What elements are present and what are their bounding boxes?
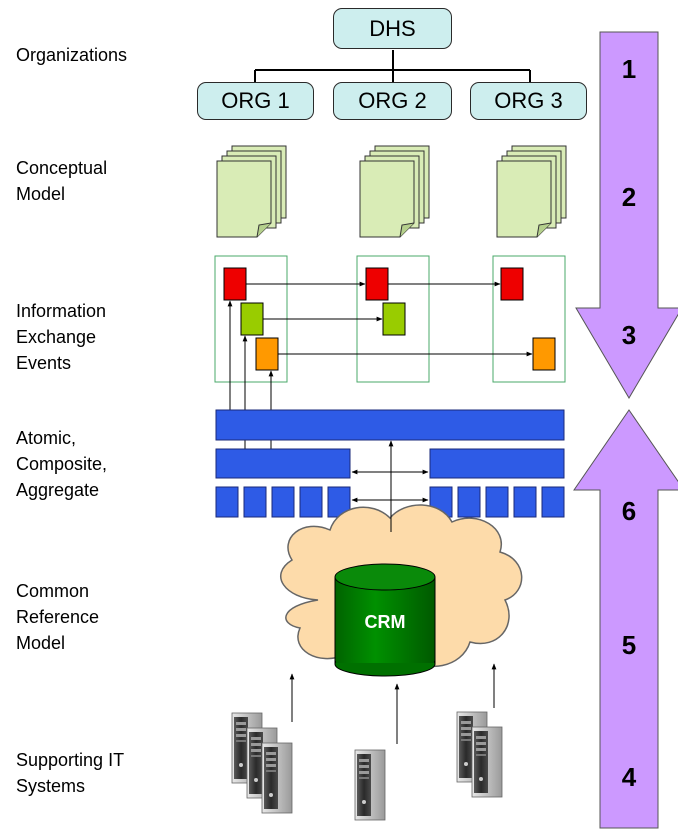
composite-bar-left xyxy=(215,448,351,479)
up-process-arrow xyxy=(573,409,678,829)
crm-cylinder xyxy=(334,563,436,677)
step-number-6: 6 xyxy=(621,496,637,526)
label-atomic-composite-aggregate: Atomic, Composite, Aggregate xyxy=(16,428,108,500)
event-red-org3 xyxy=(500,267,524,301)
org-box-org3: ORG 3 xyxy=(470,82,587,120)
label-common-reference-model: Common Reference Model xyxy=(16,581,100,653)
server-group-left-icon xyxy=(231,712,293,814)
atomic-blocks xyxy=(215,486,565,518)
step-number-3: 3 xyxy=(621,320,637,350)
org-box-dhs: DHS xyxy=(333,8,452,49)
event-green-org1 xyxy=(240,302,264,336)
server-group-right-icon xyxy=(456,711,503,798)
label-supporting-it-systems: Supporting IT Systems xyxy=(16,750,125,796)
step-number-1: 1 xyxy=(621,54,637,84)
event-red-org1 xyxy=(223,267,247,301)
server-center-icon xyxy=(354,749,386,821)
down-process-arrow xyxy=(575,31,678,399)
document-stack-org3 xyxy=(496,145,567,238)
event-orange-org3 xyxy=(532,337,556,371)
step-number-4: 4 xyxy=(621,762,637,792)
event-green-org2 xyxy=(382,302,406,336)
org-box-org2: ORG 2 xyxy=(333,82,452,120)
step-number-5: 5 xyxy=(621,630,637,660)
org-box-org1: ORG 1 xyxy=(197,82,314,120)
document-stack-org2 xyxy=(359,145,430,238)
event-frame-org3 xyxy=(492,255,566,383)
org-chart-connectors xyxy=(254,50,531,82)
aggregate-bar xyxy=(215,409,565,441)
document-stack-org1 xyxy=(216,145,287,238)
composite-bar-right xyxy=(429,448,565,479)
label-organizations: Organizations xyxy=(16,45,128,65)
step-number-2: 2 xyxy=(621,182,637,212)
event-red-org2 xyxy=(365,267,389,301)
crm-label: CRM xyxy=(364,612,406,632)
label-conceptual-model: Conceptual Model xyxy=(16,158,108,204)
label-information-exchange-events: Information Exchange Events xyxy=(16,301,107,373)
event-orange-org1 xyxy=(255,337,279,371)
